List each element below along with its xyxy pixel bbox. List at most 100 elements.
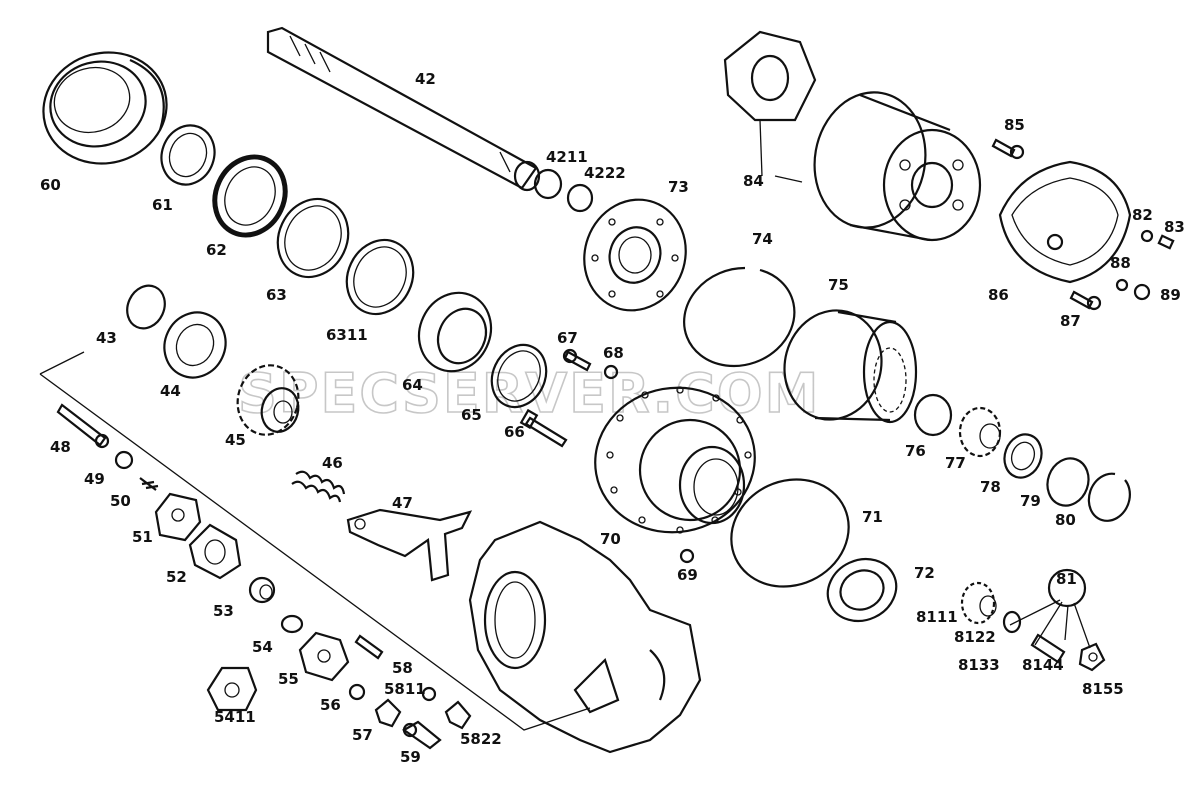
label-60: 60 [40,176,61,194]
label-5822: 5822 [460,730,502,748]
label-47: 47 [392,494,413,512]
label-83: 83 [1164,218,1185,236]
label-56: 56 [320,696,341,714]
label-85: 85 [1004,116,1025,134]
label-58: 58 [392,659,413,677]
part-8111-gear [960,581,997,625]
part-78-washer [1003,433,1043,479]
label-6311: 6311 [326,326,368,344]
label-77: 77 [945,454,966,472]
part-54-o-ring [280,614,304,634]
part-69-nut [679,548,695,564]
part-83-bolt [1157,234,1175,250]
label-87: 87 [1060,312,1081,330]
label-86: 86 [988,286,1009,304]
part-74-snap-ring [683,266,796,368]
part-66-bolt [519,408,568,448]
part-64-bearing [417,291,493,373]
label-49: 49 [84,470,105,488]
part-housing [468,520,702,754]
part-73-flange [583,198,687,312]
label-68: 68 [603,344,624,362]
part-56-washer [348,683,366,701]
part-71-o-ring [730,478,850,588]
part-72-bearing [826,557,898,623]
label-78: 78 [980,478,1001,496]
label-55: 55 [278,670,299,688]
label-4211: 4211 [546,148,588,166]
label-44: 44 [160,382,181,400]
label-88: 88 [1110,254,1131,272]
label-57: 57 [352,726,373,744]
label-69: 69 [677,566,698,584]
part-5411-gasket [206,666,258,712]
label-51: 51 [132,528,153,546]
part-50-spring [139,477,159,491]
part-89-bolt [1133,283,1151,301]
label-82: 82 [1132,206,1153,224]
part-68-nut [603,364,619,380]
label-5811: 5811 [384,680,426,698]
part-44-bearing [163,311,227,379]
part-86-cover [998,160,1132,284]
label-8122: 8122 [954,628,996,646]
label-61: 61 [152,196,173,214]
label-71: 71 [862,508,883,526]
label-79: 79 [1020,492,1041,510]
label-43: 43 [96,329,117,347]
part-43-snap-ring [126,284,166,330]
part-65-ring [490,343,548,409]
label-48: 48 [50,438,71,456]
diagonal-bracket-line [39,351,591,731]
part-60-cover [42,51,168,165]
label-53: 53 [213,602,234,620]
label-73: 73 [668,178,689,196]
part-51-plate [154,492,202,542]
label-72: 72 [914,564,935,582]
part-75-ring-gear [783,309,918,424]
label-70: 70 [600,530,621,548]
part-42-shaft [266,26,541,192]
part-70-hub [594,386,756,534]
part-49-washer [114,450,134,470]
part-5811-washer [421,686,437,702]
label-67: 67 [557,329,578,347]
label-45: 45 [225,431,246,449]
label-80: 80 [1055,511,1076,529]
part-46-spring [291,470,346,503]
label-54: 54 [252,638,273,656]
part-8155-plate [1078,642,1106,672]
part-67-bolt [562,348,592,372]
part-8144-pin [1030,633,1066,664]
label-76: 76 [905,442,926,460]
part-48-pin [56,403,110,449]
part-52-cylinder [188,523,242,580]
part-47-fork [346,508,473,582]
label-50: 50 [110,492,131,510]
part-76-washer [913,393,953,437]
label-63: 63 [266,286,287,304]
label-84: 84 [743,172,764,190]
part-85-bolt [991,138,1025,160]
label-89: 89 [1160,286,1181,304]
part-63-ring [276,197,350,279]
part-88-nut [1115,278,1129,292]
part-79-ring [1046,457,1090,507]
label-66: 66 [504,423,525,441]
part-77-gear [958,406,1002,458]
label-81: 81 [1056,570,1077,588]
part-84-planet-carrier [723,30,982,242]
part-6311-ring [345,238,415,316]
part-80-snap-ring [1087,472,1131,522]
label-62: 62 [206,241,227,259]
part-82-nut [1140,229,1154,243]
part-8122-washer [1002,610,1022,634]
label-8111: 8111 [916,608,958,626]
part-81-callout [1009,568,1091,649]
part-55-cover [298,631,350,682]
part-4222-snap-ring [566,183,594,213]
label-4222: 4222 [584,164,626,182]
label-8133: 8133 [958,656,1000,674]
part-61-ring [160,124,216,186]
